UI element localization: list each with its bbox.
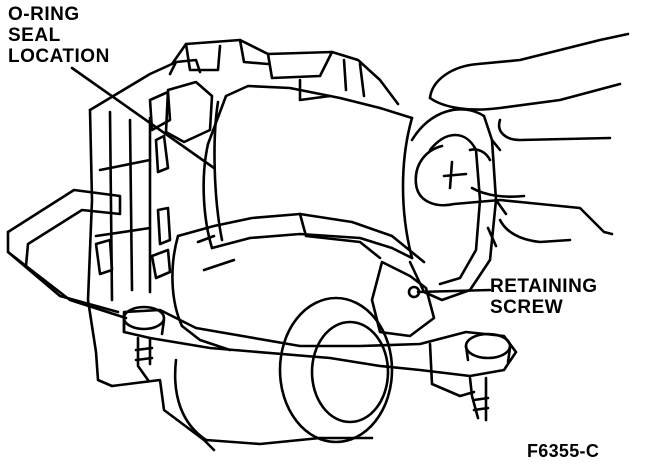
- retaining-screw-callout: RETAINING SCREW: [490, 276, 598, 318]
- oring-callout-line-2: SEAL: [8, 25, 61, 46]
- screw-callout-line-2: SCREW: [490, 297, 564, 318]
- mounting-bracket: [6, 188, 128, 320]
- valve-block-cylinder: [202, 84, 414, 260]
- figure-id: F6355-C: [527, 441, 600, 461]
- hand-illustration: [414, 32, 630, 248]
- pump-motor-cylinder: [171, 212, 426, 446]
- screw-callout-line-1: RETAINING: [490, 276, 598, 297]
- oring-callout-line-3: LOCATION: [8, 46, 110, 67]
- oring-leader-line: [70, 66, 216, 170]
- oring-callout-line-1: O-RING: [8, 4, 80, 25]
- screw-leader-line: [416, 288, 492, 294]
- leader-lines: [70, 66, 492, 294]
- oring-seal-callout: O-RING SEAL LOCATION: [8, 4, 110, 67]
- end-cap-flange: [370, 108, 508, 338]
- lower-support-bracket: [122, 305, 518, 422]
- brake-line-fittings: [94, 134, 172, 280]
- hydraulic-unit-body: [86, 38, 400, 452]
